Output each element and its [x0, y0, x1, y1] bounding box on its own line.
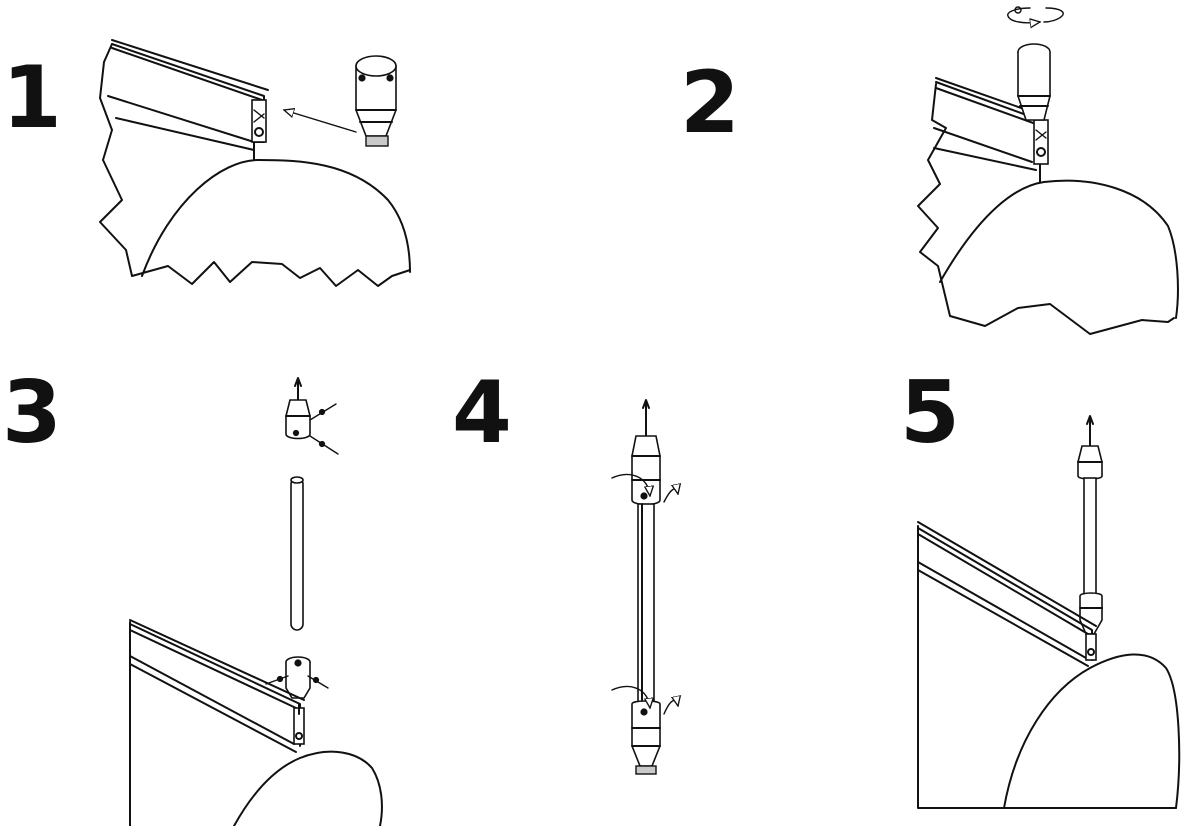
step-2-fabric — [917, 83, 1175, 335]
step-1-illustration — [99, 39, 411, 287]
step-4-bottom-connector — [631, 700, 661, 775]
step-5-top-connector — [1077, 445, 1103, 480]
insert-arrow-icon — [284, 110, 357, 133]
step-1-dome — [141, 159, 411, 277]
step-3-top-tip — [285, 377, 339, 455]
step-2-end-fitting — [1017, 43, 1051, 121]
step-3-dome — [233, 750, 383, 826]
step-5-rail-endcap — [1085, 633, 1097, 661]
step-5-tube — [1083, 477, 1097, 597]
step-5-lower-connector — [1079, 592, 1103, 635]
step-3-lower-connector — [265, 656, 329, 699]
step-2-number: 2 — [680, 53, 740, 153]
step-2-rail-endcap — [1033, 119, 1049, 165]
step-1-number: 1 — [2, 48, 62, 148]
step-3-tube — [290, 476, 304, 631]
step-2-dome — [939, 179, 1179, 319]
step-1-fabric — [99, 43, 411, 287]
step-4-tube — [637, 503, 655, 705]
step-4-top-connector — [631, 435, 661, 506]
step-5-dome — [1003, 653, 1181, 809]
twist-arrow-icon — [611, 473, 678, 715]
step-2-illustration — [917, 6, 1179, 335]
step-4-illustration — [611, 399, 678, 775]
step-5-number: 5 — [900, 363, 960, 463]
step-3-number: 3 — [2, 363, 62, 463]
step-5-illustration — [917, 415, 1181, 809]
step-1-end-fitting — [355, 55, 397, 147]
rotate-arrow-icon — [1007, 6, 1064, 23]
step-3-illustration — [129, 377, 383, 826]
step-4-number: 4 — [452, 363, 512, 463]
step-5-awning — [917, 525, 1177, 809]
